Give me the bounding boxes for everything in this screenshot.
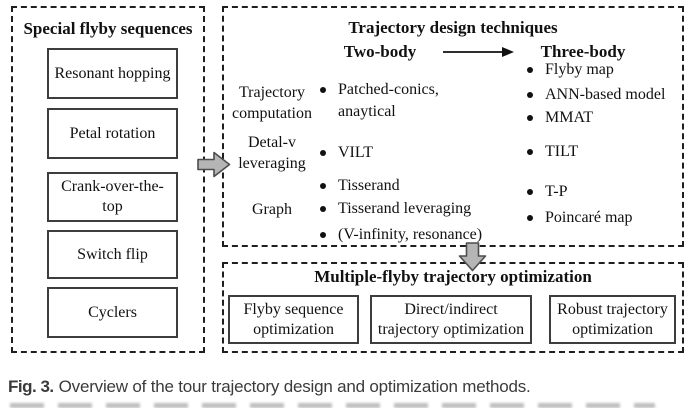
two-body-item: Patched-conics, (320, 79, 439, 100)
two-body-item: Tisserand leveraging (320, 198, 471, 219)
bullet-icon (527, 114, 533, 121)
category-trajectory-computation: Trajectory computation (232, 84, 312, 122)
two-body-item: Tisserand (320, 175, 400, 196)
special-flyby-sequences-title: Special flyby sequences (23, 19, 193, 38)
bullet-icon (320, 149, 326, 156)
bullet-icon (320, 231, 326, 238)
two-to-three-body-arrow-icon (443, 47, 514, 57)
bullet-icon (527, 91, 533, 98)
special-flyby-sequences-panel: Special flyby sequences Resonant hopping… (11, 6, 205, 353)
tisserand-leveraging-label: Tisserand leveraging (338, 200, 472, 217)
cropped-text-line (10, 403, 655, 408)
petal-rotation-box: Petal rotation (47, 108, 178, 159)
three-body-item: MMAT (527, 107, 593, 128)
crank-over-the-top-label: Crank-over-the-top (61, 178, 164, 215)
figure-caption-label: Fig. 3. (8, 377, 54, 396)
two-body-header: Two-body (343, 42, 417, 61)
switch-flip-box: Switch flip (47, 230, 178, 279)
direct-indirect-trajectory-optimization-label: Direct/indirect trajectory optimization (377, 300, 525, 338)
category-delta-v-leveraging: Detal-v leveraging (238, 134, 306, 172)
category-graph: Graph (252, 201, 292, 218)
two-body-item: (V-infinity, resonance) (320, 224, 482, 245)
right-block-arrow-icon (197, 151, 231, 178)
petal-rotation-label: Petal rotation (69, 124, 156, 142)
anaytical-label: anaytical (338, 103, 396, 120)
two-body-item-continuation: anaytical (338, 101, 396, 122)
three-body-item: T-P (527, 181, 568, 202)
cyclers-label: Cyclers (88, 303, 137, 321)
flyby-map-label: Flyby map (545, 61, 614, 78)
crank-over-the-top-box: Crank-over-the-top (47, 172, 178, 222)
ann-based-model-label: ANN-based model (545, 86, 666, 103)
cyclers-box: Cyclers (47, 287, 178, 338)
three-body-item: TILT (527, 141, 578, 162)
flyby-sequence-optimization-label: Flyby sequence optimization (243, 300, 344, 338)
robust-trajectory-optimization-label: Robust trajectory optimization (557, 300, 668, 338)
mmat-label: MMAT (545, 109, 594, 126)
tilt-label: TILT (545, 143, 579, 160)
three-body-header: Three-body (540, 42, 626, 61)
resonant-hopping-label: Resonant hopping (54, 64, 171, 82)
trajectory-design-techniques-panel: Trajectory design techniques Two-body Th… (222, 6, 684, 247)
resonant-hopping-box: Resonant hopping (47, 48, 178, 99)
trajectory-design-techniques-title: Trajectory design techniques (348, 18, 558, 37)
two-body-item: VILT (320, 142, 373, 163)
multiple-flyby-optimization-panel: Multiple-flyby trajectory optimization F… (222, 262, 684, 353)
bullet-icon (320, 182, 326, 189)
three-body-item: Flyby map (527, 59, 614, 80)
direct-indirect-trajectory-optimization-box: Direct/indirect trajectory optimization (370, 295, 532, 344)
poincare-map-label: Poincaré map (545, 209, 633, 226)
bullet-icon (320, 86, 326, 93)
tisserand-label: Tisserand (338, 177, 400, 194)
figure-caption: Fig. 3.Overview of the tour trajectory d… (8, 376, 531, 398)
v-infinity-resonance-label: (V-infinity, resonance) (338, 226, 483, 243)
flyby-sequence-optimization-box: Flyby sequence optimization (228, 295, 359, 344)
robust-trajectory-optimization-box: Robust trajectory optimization (549, 295, 676, 344)
patched-conics-label: Patched-conics, (338, 81, 439, 98)
switch-flip-label: Switch flip (77, 245, 148, 263)
three-body-item: Poincaré map (527, 207, 633, 228)
bullet-icon (320, 205, 326, 212)
bullet-icon (527, 188, 533, 195)
figure-caption-text: Overview of the tour trajectory design a… (58, 377, 531, 396)
bullet-icon (527, 148, 533, 155)
bullet-icon (527, 214, 533, 221)
t-p-label: T-P (545, 183, 568, 200)
down-block-arrow-icon (458, 242, 487, 272)
multiple-flyby-optimization-title: Multiple-flyby trajectory optimization (314, 267, 592, 286)
bullet-icon (527, 66, 533, 73)
vilt-label: VILT (338, 144, 373, 161)
three-body-item: ANN-based model (527, 84, 665, 105)
